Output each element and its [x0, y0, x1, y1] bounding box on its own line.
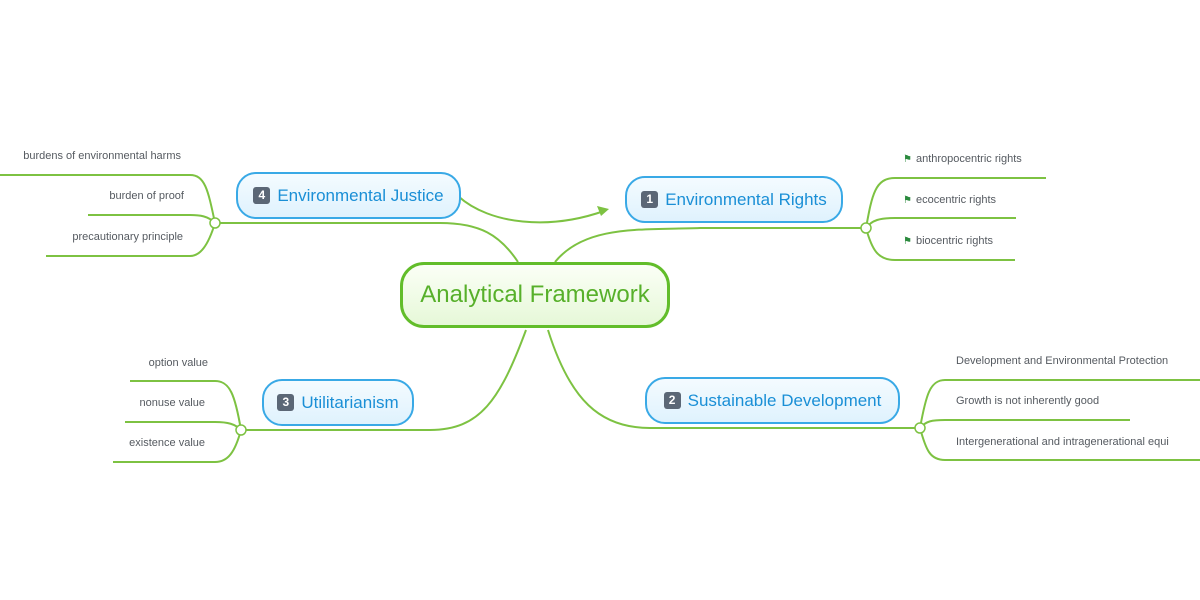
flag-icon: ⚑ [903, 154, 912, 165]
topic-label: Utilitarianism [301, 392, 399, 412]
topic-label: Environmental Rights [665, 189, 827, 209]
flag-icon: ⚑ [903, 195, 912, 206]
arrowhead-icon [597, 206, 609, 216]
central-topic-label: Analytical Framework [420, 281, 650, 308]
number-badge-icon: 2 [663, 392, 681, 409]
link-central-justice [215, 222, 519, 263]
leaf-option-value[interactable]: option value [148, 357, 208, 369]
number-badge-icon: 4 [253, 187, 271, 204]
leaf-anthropocentric-rights[interactable]: ⚑anthropocentric rights [903, 153, 1022, 165]
topic-utilitarianism[interactable]: 3 Utilitarianism [262, 379, 414, 426]
leaf-burden-of-proof[interactable]: burden of proof [109, 190, 184, 202]
leaf-existence-value[interactable]: existence value [129, 437, 205, 449]
collapse-toggle-justice [209, 217, 221, 229]
link-rights-leaf-1 [865, 177, 1046, 229]
topic-label: Sustainable Development [687, 390, 882, 410]
link-central-utilitarianism [241, 329, 527, 431]
leaf-intergenerational-equity[interactable]: Intergenerational and intragenerational … [956, 436, 1169, 448]
number-badge-icon: 1 [641, 191, 659, 208]
link-justice-leaf-2 [88, 214, 216, 224]
link-sust-leaf-3 [919, 427, 1200, 461]
link-central-sustainable [547, 329, 920, 429]
link-util-leaf-3 [113, 429, 242, 463]
link-util-leaf-1 [130, 380, 242, 431]
link-rights-leaf-3 [865, 227, 1015, 261]
leaf-nonuse-value[interactable]: nonuse value [139, 397, 205, 409]
link-justice-leaf-1 [0, 174, 216, 224]
link-sust-leaf-2 [919, 419, 1130, 429]
leaf-ecocentric-rights[interactable]: ⚑ecocentric rights [903, 194, 996, 206]
topic-environmental-justice[interactable]: 4 Environmental Justice [236, 172, 461, 219]
leaf-label: biocentric rights [915, 235, 994, 247]
topic-sustainable-development[interactable]: 2 Sustainable Development [645, 377, 900, 424]
flag-icon: ⚑ [903, 236, 912, 247]
link-justice-leaf-3 [46, 222, 216, 257]
number-badge-icon: 3 [277, 394, 295, 411]
central-topic[interactable]: Analytical Framework [400, 262, 670, 328]
leaf-growth-not-good[interactable]: Growth is not inherently good [956, 395, 1100, 407]
leaf-label: ecocentric rights [915, 194, 997, 206]
link-central-rights [554, 227, 866, 263]
topic-environmental-rights[interactable]: 1 Environmental Rights [625, 176, 843, 223]
link-sust-leaf-1 [919, 379, 1200, 429]
collapse-toggle-utilitarianism [235, 424, 247, 436]
link-util-leaf-2 [125, 421, 242, 431]
topic-label: Environmental Justice [277, 185, 444, 205]
collapse-toggle-sustainable [914, 422, 926, 434]
leaf-biocentric-rights[interactable]: ⚑biocentric rights [903, 235, 993, 247]
leaf-development-protection[interactable]: Development and Environmental Protection [956, 355, 1169, 367]
link-rights-leaf-2 [865, 217, 1016, 229]
leaf-label: anthropocentric rights [915, 153, 1022, 165]
relationship-arrow [457, 195, 605, 224]
collapse-toggle-rights [860, 222, 872, 234]
leaf-precautionary-principle[interactable]: precautionary principle [72, 231, 183, 243]
leaf-burdens-environmental-harms[interactable]: burdens of environmental harms [23, 150, 181, 162]
